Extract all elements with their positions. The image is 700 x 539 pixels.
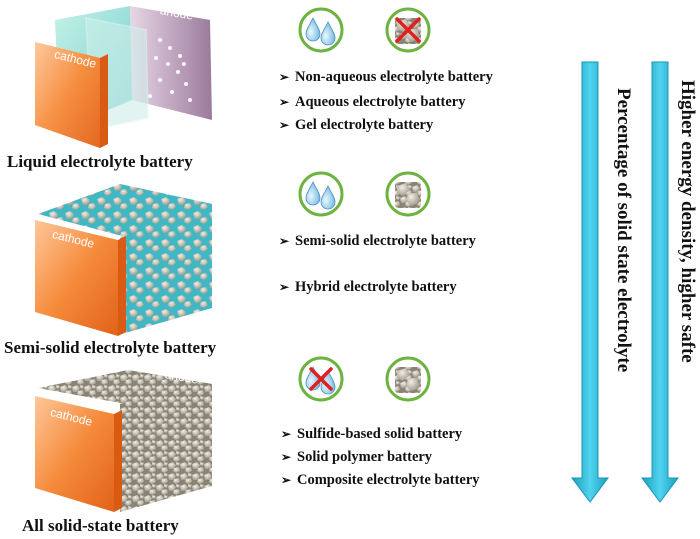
list-item: ➢Solid polymer battery xyxy=(281,449,433,465)
energy-safety-arrow xyxy=(641,61,679,503)
solid-percentage-arrow xyxy=(571,61,609,503)
bullet-icon: ➢ xyxy=(279,118,290,132)
bullet-icon: ➢ xyxy=(279,234,290,248)
solid-particles-icon xyxy=(385,356,431,402)
caption-liquid: Liquid electrolyte battery xyxy=(7,152,193,171)
battery-semi-solid xyxy=(35,184,212,336)
cathode-plate xyxy=(35,396,114,512)
bullet-icon: ➢ xyxy=(281,473,292,487)
caption-semi-solid: Semi-solid electrolyte battery xyxy=(4,338,217,357)
caption-all-solid: All solid-state battery xyxy=(22,516,179,535)
arrow-label-solid-percentage: Percentage of solid state electrolyte xyxy=(613,88,634,373)
battery-all-solid xyxy=(35,370,212,512)
cathode-plate xyxy=(35,220,118,336)
solid-particles-icon xyxy=(385,171,431,217)
liquid-drops-icon xyxy=(298,171,344,217)
anode-plate xyxy=(130,6,212,120)
bullet-icon: ➢ xyxy=(281,427,292,441)
cathode-plate xyxy=(35,42,100,148)
bullet-icon: ➢ xyxy=(279,70,290,84)
icons xyxy=(298,7,431,402)
list-item: ➢Aqueous electrolyte battery xyxy=(279,94,466,110)
solid-crossed-icon xyxy=(385,7,431,53)
list-item: ➢Gel electrolyte battery xyxy=(279,117,434,133)
battery-liquid xyxy=(35,6,212,148)
liquid-drops-crossed-icon xyxy=(298,356,344,402)
bullet-icon: ➢ xyxy=(281,450,292,464)
arrow-label-energy-safety: Higher energy density, higher safte xyxy=(677,80,698,363)
bullet-icon: ➢ xyxy=(279,280,290,294)
liquid-drops-icon xyxy=(298,7,344,53)
list-item: ➢Hybrid electrolyte battery xyxy=(279,279,457,295)
list-item: ➢Semi-solid electrolyte battery xyxy=(279,233,476,249)
list-item: ➢Non-aqueous electrolyte battery xyxy=(279,69,493,85)
bullet-icon: ➢ xyxy=(279,95,290,109)
list-item: ➢Composite electrolyte battery xyxy=(281,472,480,488)
list-item: ➢Sulfide-based solid battery xyxy=(281,426,463,442)
